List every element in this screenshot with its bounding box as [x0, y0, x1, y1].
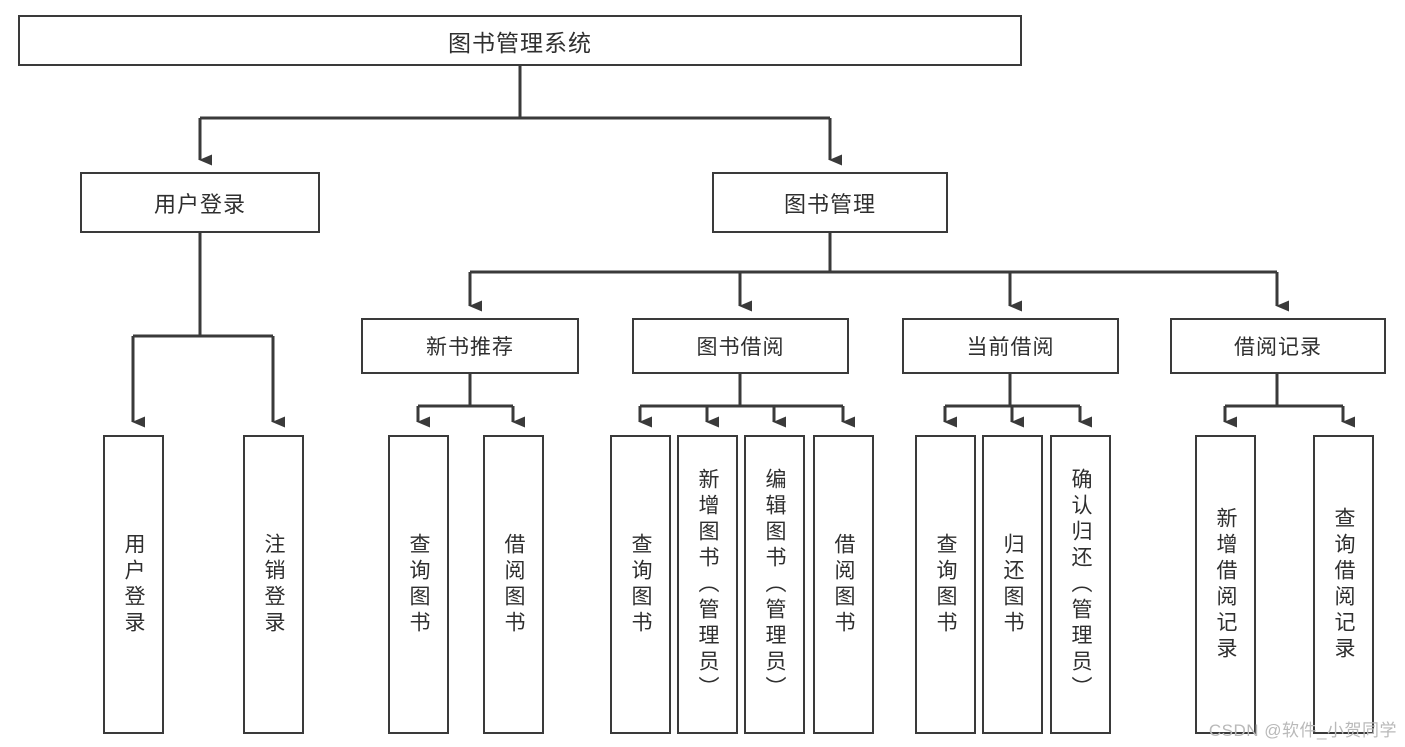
leaf-borrow-book-recommend-label: 借阅图书: [502, 532, 525, 637]
leaf-return-book-label: 归还图书: [1001, 532, 1024, 637]
leaf-user-login-label: 用户登录: [122, 532, 145, 637]
leaf-confirm-return-admin-label: 确认归还（管理员）: [1069, 467, 1092, 702]
node-current-borrow-label: 当前借阅: [966, 336, 1055, 359]
node-borrow-record-label: 借阅记录: [1234, 336, 1322, 359]
leaf-query-borrow-record[interactable]: 查询借阅记录: [1313, 435, 1374, 734]
leaf-query-book-borrow-label: 查询图书: [629, 532, 652, 637]
node-book-management[interactable]: 图书管理: [712, 172, 948, 233]
leaf-add-book-admin[interactable]: 新增图书（管理员）: [677, 435, 738, 734]
node-root-label: 图书管理系统: [448, 29, 592, 56]
node-book-borrow-label: 图书借阅: [696, 336, 785, 359]
node-book-borrow[interactable]: 图书借阅: [632, 318, 849, 374]
leaf-query-book-borrow[interactable]: 查询图书: [610, 435, 671, 734]
node-current-borrow[interactable]: 当前借阅: [902, 318, 1119, 374]
leaf-user-login[interactable]: 用户登录: [103, 435, 164, 734]
leaf-query-borrow-record-label: 查询借阅记录: [1332, 506, 1355, 663]
leaf-query-book-current-label: 查询图书: [934, 532, 957, 637]
leaf-borrow-book-label: 借阅图书: [832, 532, 855, 637]
node-new-book-recommend-label: 新书推荐: [426, 336, 514, 359]
leaf-return-book[interactable]: 归还图书: [982, 435, 1043, 734]
leaf-logout[interactable]: 注销登录: [243, 435, 304, 734]
leaf-add-book-admin-label: 新增图书（管理员）: [696, 467, 719, 702]
node-borrow-record[interactable]: 借阅记录: [1170, 318, 1386, 374]
leaf-query-book-current[interactable]: 查询图书: [915, 435, 976, 734]
leaf-confirm-return-admin[interactable]: 确认归还（管理员）: [1050, 435, 1111, 734]
node-new-book-recommend[interactable]: 新书推荐: [361, 318, 579, 374]
leaf-borrow-book-recommend[interactable]: 借阅图书: [483, 435, 544, 734]
leaf-edit-book-admin[interactable]: 编辑图书（管理员）: [744, 435, 805, 734]
leaf-add-borrow-record-label: 新增借阅记录: [1214, 506, 1237, 663]
leaf-edit-book-admin-label: 编辑图书（管理员）: [763, 467, 786, 702]
watermark: CSDN @软件_小贺同学: [1208, 721, 1397, 740]
leaf-add-borrow-record[interactable]: 新增借阅记录: [1195, 435, 1256, 734]
leaf-query-book-recommend[interactable]: 查询图书: [388, 435, 449, 734]
leaf-logout-label: 注销登录: [262, 532, 285, 637]
leaf-query-book-recommend-label: 查询图书: [407, 532, 430, 637]
node-root[interactable]: 图书管理系统: [18, 15, 1022, 66]
node-user-login[interactable]: 用户登录: [80, 172, 320, 233]
node-book-management-label: 图书管理: [783, 191, 876, 217]
leaf-borrow-book[interactable]: 借阅图书: [813, 435, 874, 734]
node-user-login-label: 用户登录: [153, 191, 246, 217]
